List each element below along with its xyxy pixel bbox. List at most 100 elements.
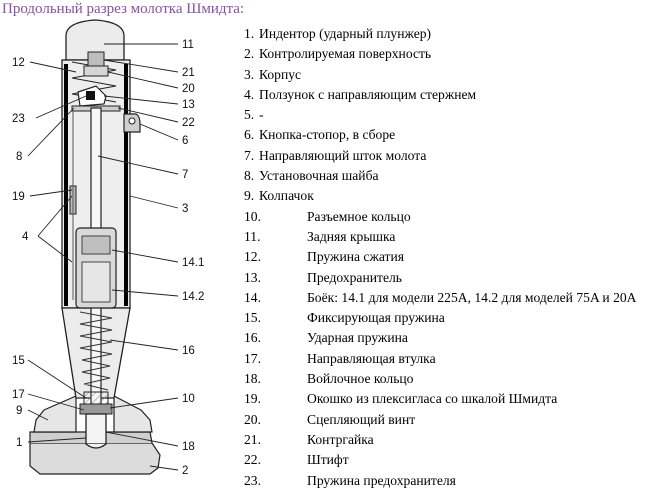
- diagram-title: Продольный разрез молотка Шмидта:: [2, 1, 245, 17]
- legend-item: 17. Направляющая втулка: [244, 349, 669, 369]
- callout-labels: 11 12 21 20 23 13 22 6 8 7 19 3 4 14.1 1…: [12, 39, 204, 477]
- legend-number: 23.: [244, 472, 261, 488]
- legend-item: 5.-: [244, 105, 669, 125]
- legend-item: 22. Штифт: [244, 450, 669, 470]
- leader-lines: [27, 43, 179, 471]
- legend-number: 21.: [244, 431, 261, 447]
- legend-number: 12.: [244, 249, 261, 265]
- callout-12: 12: [12, 57, 25, 69]
- callout-1: 1: [16, 437, 22, 449]
- legend-text: Направляющая втулка: [307, 350, 436, 366]
- legend-item: 23. Пружина предохранителя: [244, 471, 669, 491]
- callout-22: 22: [182, 117, 195, 129]
- callout-11: 11: [182, 39, 194, 51]
- legend-number: 10.: [244, 208, 261, 224]
- legend-text: Фиксирующая пружина: [307, 310, 445, 326]
- callout-3: 3: [182, 203, 188, 215]
- callout-6: 6: [182, 135, 188, 147]
- impact-spring: [79, 311, 113, 391]
- callout-14-2: 14.2: [182, 291, 204, 303]
- legend-text: Установочная шайба: [259, 168, 379, 184]
- legend-number: 9.: [244, 188, 255, 204]
- callout-15: 15: [12, 355, 25, 367]
- legend-item: 21. Контргайка: [244, 430, 669, 450]
- legend-item: 1. Индентор (ударный плунжер): [244, 24, 669, 44]
- callout-21: 21: [182, 67, 195, 79]
- legend-text: Кнопка-стопор, в сборе: [259, 127, 396, 143]
- legend-item: 13. Предохранитель: [244, 268, 669, 288]
- callout-7: 7: [182, 169, 188, 181]
- callout-17: 17: [12, 389, 25, 401]
- callout-8: 8: [16, 151, 22, 163]
- legend-text: Сцепляющий винт: [307, 411, 416, 427]
- legend-item: 11. Задняя крышка: [244, 227, 669, 247]
- legend-text: Окошко из плексигласа со шкалой Шмидта: [307, 391, 558, 407]
- legend-text: Предохранитель: [307, 269, 402, 285]
- legend-item: 20. Сцепляющий винт: [244, 410, 669, 430]
- lock-button: [123, 113, 141, 133]
- legend-text: Колпачок: [259, 188, 314, 204]
- legend-text: Индентор (ударный плунжер): [259, 26, 432, 41]
- legend-item: 10. Разъемное кольцо: [244, 207, 669, 227]
- legend-text: -: [259, 107, 264, 123]
- callout-4: 4: [22, 231, 29, 243]
- legend-item: 18. Войлочное кольцо: [244, 369, 669, 389]
- legend-number: 15.: [244, 310, 261, 326]
- legend-number: 20.: [244, 411, 261, 427]
- legend-text: Контргайка: [307, 431, 374, 447]
- legend-item: 6.Кнопка-стопор, в сборе: [244, 125, 669, 145]
- parts-legend: 1. Индентор (ударный плунжер) 2.Контролиру…: [244, 24, 669, 491]
- legend-number: 16.: [244, 330, 261, 346]
- legend-number: 17.: [244, 350, 261, 366]
- legend-text: Корпус: [259, 66, 302, 82]
- legend-text: Ползунок с направляющим стержнем: [259, 86, 477, 102]
- legend-item: 4.Ползунок с направляющим стержнем: [244, 85, 669, 105]
- callout-20: 20: [182, 83, 195, 95]
- legend-number: 13.: [244, 269, 261, 285]
- legend-item: 9.Колпачок: [244, 186, 669, 206]
- callout-19: 19: [12, 191, 25, 203]
- legend-number: 14.: [244, 289, 261, 305]
- legend-number: 4.: [244, 86, 255, 102]
- legend-number: 1.: [244, 26, 255, 41]
- legend-item: 19. Окошко из плексигласа со шкалой Шмидт…: [244, 389, 669, 409]
- legend-number: 2.: [244, 46, 255, 62]
- callout-9: 9: [16, 405, 22, 417]
- legend-number: 19.: [244, 391, 261, 407]
- legend-number: 8.: [244, 168, 255, 184]
- legend-text: Штифт: [307, 452, 349, 468]
- legend-number: 6.: [244, 127, 255, 143]
- legend-number: 3.: [244, 66, 255, 82]
- callout-14-1: 14.1: [182, 257, 204, 269]
- legend-text: Разъемное кольцо: [307, 208, 411, 224]
- legend-text: Пружина предохранителя: [307, 472, 456, 488]
- legend-number: 5.: [244, 107, 255, 123]
- hammer-mass: [75, 227, 117, 309]
- legend-text: Боёк: 14.1 для модели 225A, 14.2 для мод…: [307, 289, 637, 305]
- legend-number: 11.: [244, 228, 261, 244]
- legend-item: 14. Боёк: 14.1 для модели 225A, 14.2 для …: [244, 288, 669, 308]
- legend-number: 18.: [244, 371, 261, 387]
- callout-2: 2: [182, 465, 188, 477]
- legend-text: Ударная пружина: [307, 330, 408, 346]
- legend-text: Направляющий шток молота: [259, 147, 427, 163]
- legend-item: 3.Корпус: [244, 65, 669, 85]
- legend-item: 15. Фиксирующая пружина: [244, 308, 669, 328]
- callout-13: 13: [182, 99, 195, 111]
- legend-item: 12. Пружина сжатия: [244, 247, 669, 267]
- legend-item: 8.Установочная шайба: [244, 166, 669, 186]
- legend-item: 7.Направляющий шток молота: [244, 146, 669, 166]
- legend-number: 22.: [244, 452, 261, 468]
- schmidt-hammer-cross-section: 11 12 21 20 23 13 22 6 8 7 19 3 4 14.1 1…: [12, 19, 204, 477]
- callout-16: 16: [182, 345, 195, 357]
- legend-text: Задняя крышка: [307, 228, 396, 244]
- legend-text: Пружина сжатия: [307, 249, 405, 265]
- legend-item: 2.Контролируемая поверхность: [244, 44, 669, 64]
- legend-number: 7.: [244, 147, 255, 163]
- callout-18: 18: [182, 441, 195, 453]
- legend-text: Войлочное кольцо: [307, 371, 414, 387]
- callout-10: 10: [182, 393, 195, 405]
- legend-item: 16. Ударная пружина: [244, 328, 669, 348]
- lock-nut: [83, 51, 109, 77]
- legend-text: Контролируемая поверхность: [259, 46, 432, 62]
